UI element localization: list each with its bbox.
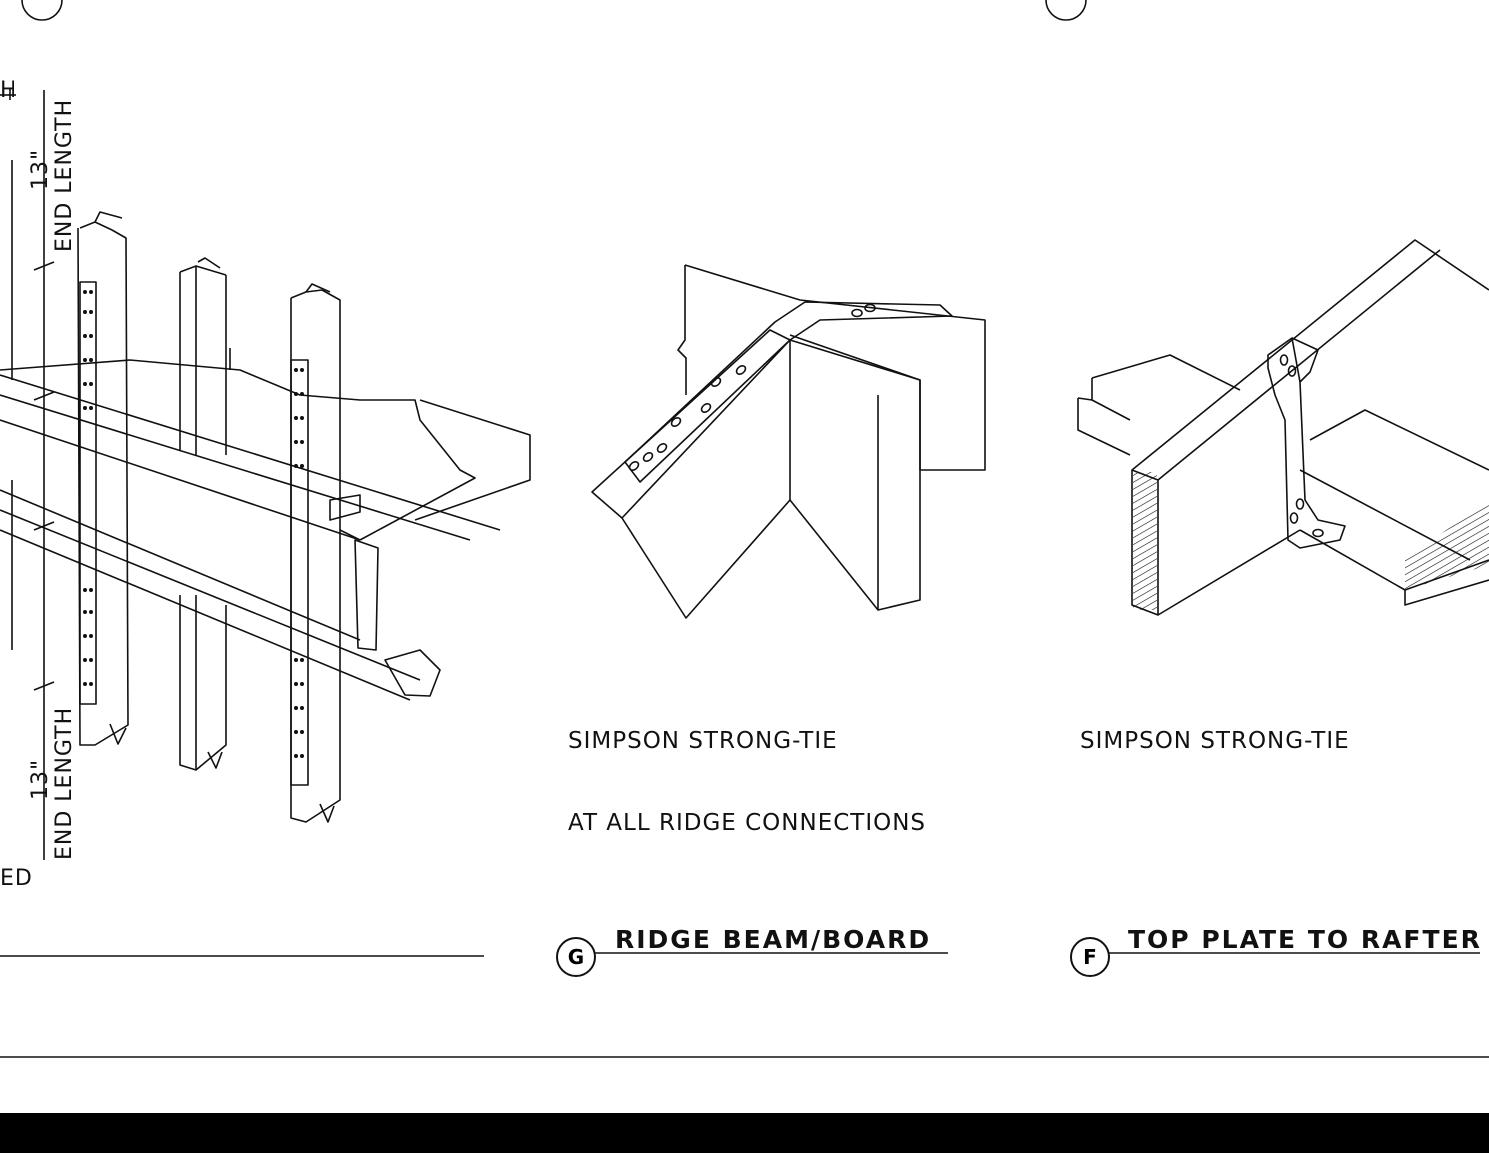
ridge-strap-holes[interactable] bbox=[628, 303, 876, 472]
ridge-beam-detail bbox=[591, 264, 986, 619]
dim-bottom-value: 13" bbox=[28, 758, 53, 800]
top-right-bubble-fragment bbox=[1045, 0, 1087, 21]
dim-bottom-label: END LENGTH bbox=[52, 706, 77, 860]
detail-g-note-1: SIMPSON STRONG-TIE bbox=[568, 728, 838, 754]
detail-f-bubble[interactable]: F bbox=[1070, 937, 1110, 977]
detail-g-bubble[interactable]: G bbox=[556, 937, 596, 977]
detail-g-note-2: AT ALL RIDGE CONNECTIONS bbox=[568, 810, 927, 836]
top-left-bubble-fragment bbox=[21, 0, 63, 21]
dim-top-label: END LENGTH bbox=[52, 98, 77, 252]
partial-bottom-text: ED bbox=[0, 866, 33, 891]
detail-f-note-1: SIMPSON STRONG-TIE bbox=[1080, 728, 1350, 754]
detail-g-title: RIDGE BEAM/BOARD bbox=[615, 925, 932, 954]
left-detail-framing bbox=[0, 88, 531, 860]
rafter-tie-holes[interactable] bbox=[1279, 354, 1324, 538]
partial-top-text: H bbox=[0, 78, 14, 103]
left-strap-holes bbox=[83, 290, 304, 758]
rafter-end-grain bbox=[1133, 472, 1489, 610]
sheet-bottom-border bbox=[0, 1113, 1489, 1153]
detail-f-title: TOP PLATE TO RAFTER bbox=[1128, 925, 1482, 954]
dim-top-value: 13" bbox=[28, 148, 53, 190]
